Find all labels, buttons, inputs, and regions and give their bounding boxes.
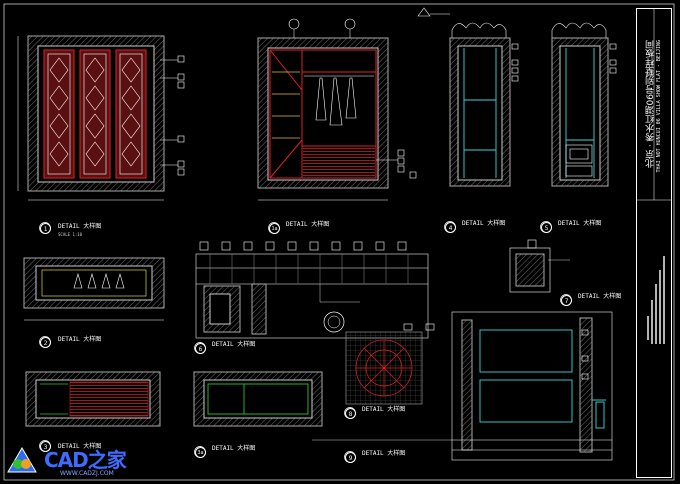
detail-label-2: DETAIL 大样图: [58, 336, 102, 343]
detail-label-1a: DETAIL 大样图: [286, 221, 330, 228]
detail-number-8: 8: [345, 408, 356, 419]
detail-label-3a: DETAIL 大样图: [212, 445, 256, 452]
watermark-url: WWW.CADZJ.COM: [60, 470, 114, 477]
cad-home-logo-icon: [7, 447, 37, 473]
detail-number-9: 9: [345, 452, 356, 463]
detail-4-section: [444, 22, 519, 233]
detail-8-pattern: [344, 323, 435, 419]
detail-number-3: 3: [40, 441, 51, 452]
detail-9-section: [312, 311, 613, 463]
detail-number-3a: 3a: [195, 447, 206, 458]
detail-number-5: 5: [541, 222, 552, 233]
detail-number-2: 2: [40, 337, 51, 348]
detail-number-1: 1: [40, 223, 51, 234]
detail-label-9: DETAIL 大样图: [362, 450, 406, 457]
detail-1-elevation: [17, 35, 185, 234]
detail-3a-plan: [193, 371, 323, 458]
title-block: [636, 8, 672, 478]
detail-number-4: 4: [445, 222, 456, 233]
watermark-brand: CAD之家: [44, 448, 127, 472]
detail-label-6: DETAIL 大样图: [212, 341, 256, 348]
detail-2-plan: [23, 257, 165, 348]
detail-label-5: DETAIL 大样图: [558, 220, 602, 227]
detail-number-1a: 1a: [269, 223, 280, 234]
detail-label-1: DETAIL 大样图: [58, 223, 102, 230]
drawing-title-en: THAI NOT HUNCUI 06 VILLA SHOW FLAT - BEI…: [656, 40, 662, 173]
detail-label-4: DETAIL 大样图: [462, 220, 506, 227]
detail-label-8: DETAIL 大样图: [362, 406, 406, 413]
detail-3-plan: [25, 371, 161, 452]
detail-label-3: DETAIL 大样图: [58, 443, 102, 450]
detail-5-section: [540, 22, 617, 233]
scale-note: SCALE 1:10: [58, 232, 83, 237]
detail-number-6: 6: [195, 343, 206, 354]
detail-6-section: [194, 241, 429, 354]
detail-label-7: DETAIL 大样图: [578, 293, 622, 300]
detail-7-section: [509, 239, 572, 306]
detail-1a-elevation: [257, 18, 417, 234]
detail-number-7: 7: [561, 295, 572, 306]
